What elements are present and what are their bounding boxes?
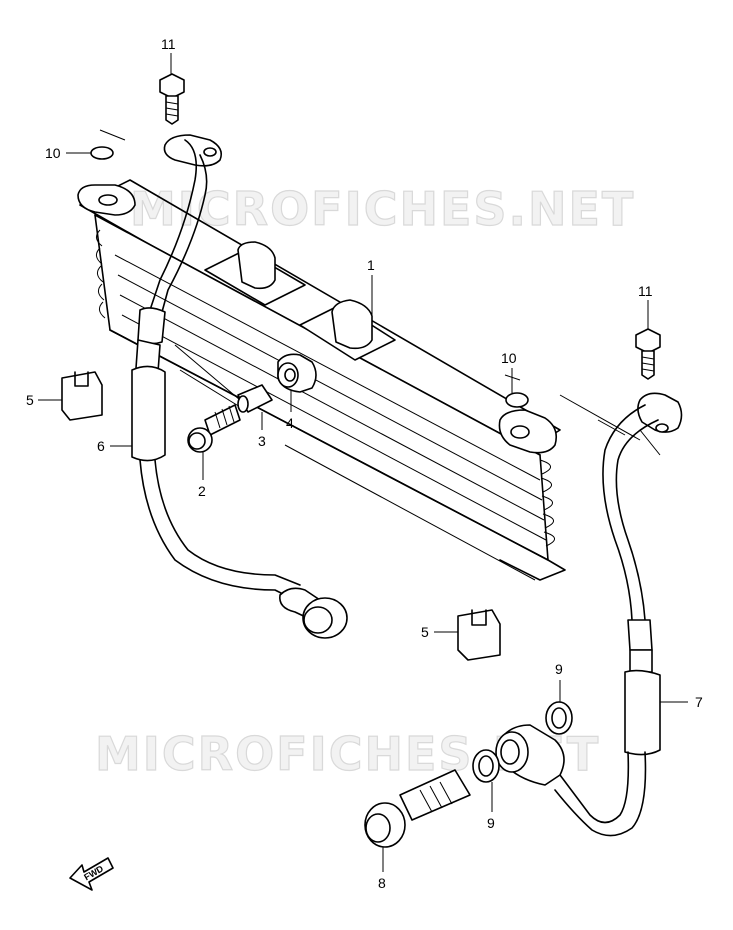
clip-5-right — [457, 609, 501, 661]
bolt-11-left — [159, 73, 185, 125]
watermark-top: MICROFICHES.NET — [130, 182, 635, 236]
bolt-11-right — [635, 328, 661, 380]
callout-8: 8 — [378, 875, 386, 891]
callout-9-lower: 9 — [487, 815, 495, 831]
callout-6: 6 — [97, 438, 105, 454]
spacer-3 — [237, 384, 273, 413]
washer-9-upper — [545, 701, 573, 735]
clip-5-left — [61, 371, 103, 421]
callout-9-upper: 9 — [555, 661, 563, 677]
bolt-2 — [187, 404, 241, 453]
callout-4: 4 — [286, 415, 294, 431]
callouts: 1 2 3 4 5 5 6 7 8 9 9 10 10 — [26, 36, 703, 891]
oil-cooler — [79, 179, 566, 581]
washer-9-lower — [472, 749, 500, 783]
callout-5-right: 5 — [421, 624, 429, 640]
callout-10-left: 10 — [45, 145, 61, 161]
callout-7: 7 — [695, 694, 703, 710]
callout-3: 3 — [258, 433, 266, 449]
callout-10-right: 10 — [501, 350, 517, 366]
callout-5-left: 5 — [26, 392, 34, 408]
union-bolt-8 — [364, 769, 471, 848]
o-ring-10-right — [505, 392, 529, 408]
callout-1: 1 — [367, 257, 375, 273]
oil-hose-left — [131, 139, 348, 639]
callout-2: 2 — [198, 483, 206, 499]
oil-hose-right — [495, 392, 683, 837]
grommet-4 — [277, 353, 317, 393]
callout-11-left: 11 — [161, 36, 176, 52]
o-ring-10-left — [90, 146, 114, 160]
callout-11-right: 11 — [638, 283, 653, 299]
fwd-arrow-icon: FWD — [69, 857, 114, 891]
